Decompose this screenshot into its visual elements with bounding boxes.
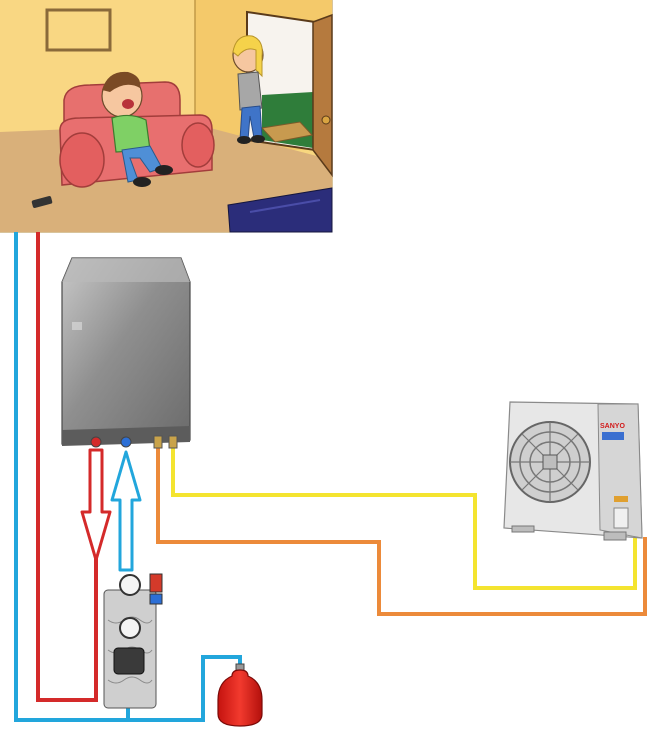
service-panel: [613, 507, 629, 529]
indoor-unit-top: [62, 258, 190, 282]
tv-console-detail: [249, 199, 321, 213]
flow-arrow-down-icon: [80, 448, 112, 562]
circulator-pump-group: [103, 573, 163, 709]
tv-console: [227, 187, 333, 233]
girl-character-icon: [232, 35, 265, 144]
refrigerant-line-orange: [156, 446, 647, 616]
refrigerant-connector-icon: [168, 435, 178, 449]
pump-valve-red-icon: [149, 573, 163, 593]
flow-connector-red-icon: [90, 436, 102, 448]
flow-arrows: [80, 448, 142, 572]
pump-valve-blue-icon: [149, 593, 163, 605]
outdoor-unit-brand: SANYO: [600, 423, 625, 430]
circulator-pump-icon: [113, 647, 145, 675]
return-line-blue: [14, 232, 242, 722]
indoor-unit-body: [61, 257, 191, 445]
boy-character-icon: [101, 71, 173, 187]
return-arrow-up-icon: [110, 450, 142, 572]
expansion-vessel-icon: [217, 669, 263, 727]
heat-pump-outdoor-unit: SANYO: [503, 401, 643, 541]
door-panel: [312, 13, 333, 178]
remote-control-icon: [31, 195, 53, 209]
indoor-unit-label: [72, 322, 82, 330]
flow-line-red: [36, 232, 98, 702]
door-knob-icon: [321, 115, 331, 125]
sofa: [59, 81, 215, 188]
picture-frame-icon: [45, 8, 112, 52]
refrigerant-line-yellow: [171, 446, 637, 590]
outdoor-unit-foot: [603, 531, 627, 541]
outdoor-unit-foot: [511, 525, 535, 533]
heat-pump-indoor-unit: [61, 257, 191, 449]
pipe-network: [14, 232, 647, 722]
outdoor-unit-label: [614, 496, 628, 502]
thermometer-gauge-icon: [119, 574, 141, 596]
return-connector-blue-icon: [120, 436, 132, 448]
brand-badge-icon: [602, 432, 624, 440]
refrigerant-connector-icon: [153, 435, 163, 449]
fan-hub: [542, 454, 558, 470]
cartoon-living-room: [0, 0, 333, 233]
doormat: [260, 121, 313, 143]
red-expansion-vessel: [217, 663, 263, 727]
thermometer-gauge-icon: [119, 617, 141, 639]
